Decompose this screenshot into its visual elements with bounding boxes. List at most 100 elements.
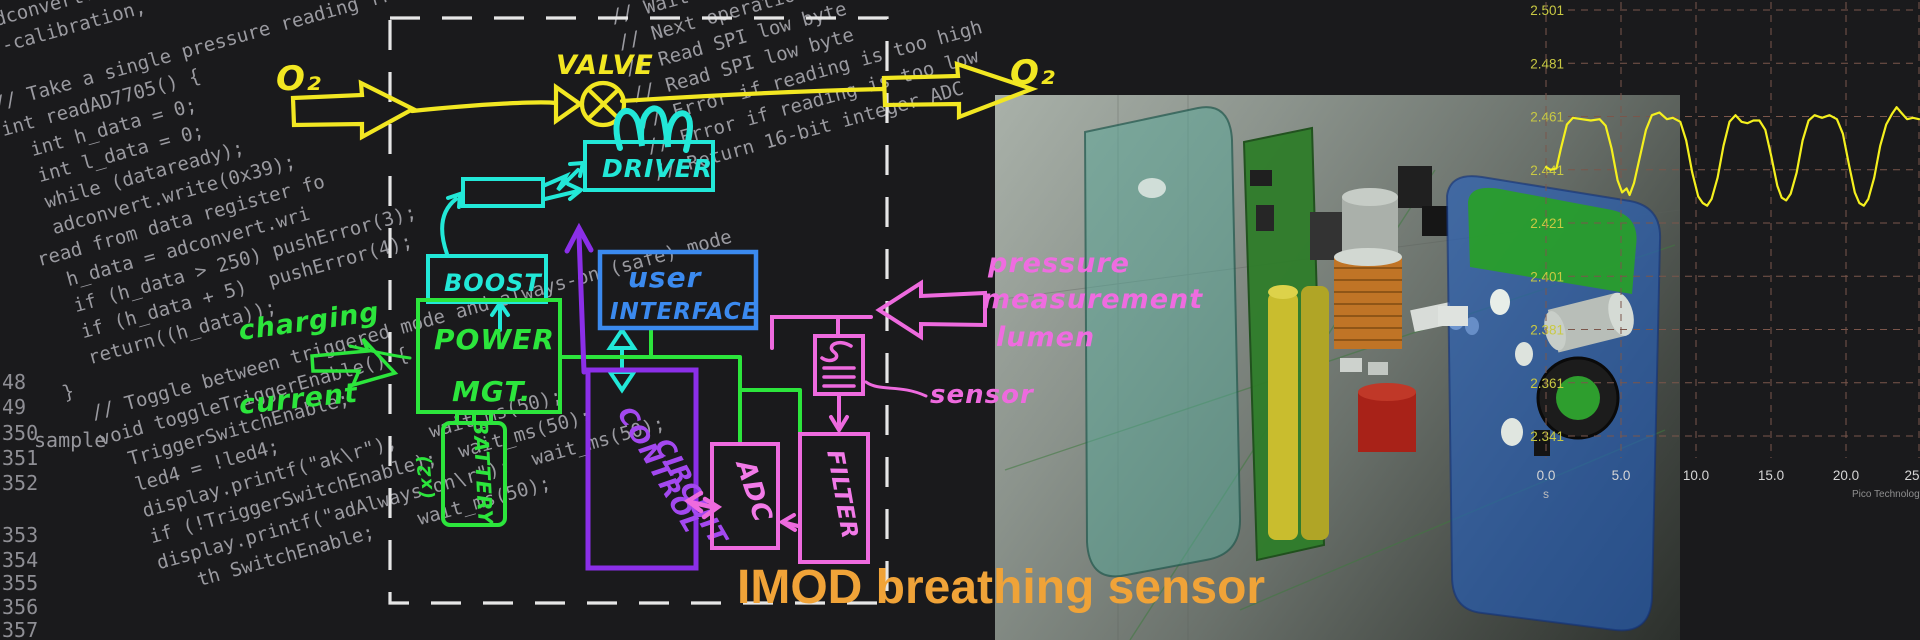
pressure-note-2: measurement xyxy=(982,284,1203,315)
cad-battery-cell xyxy=(1301,286,1329,540)
cad-pcb-chip xyxy=(1256,205,1274,231)
line-number: 351 xyxy=(2,446,39,470)
stray-code-word: sample xyxy=(34,428,107,452)
cad-green-patch xyxy=(1468,187,1637,294)
scope-x-tick: 25 xyxy=(1904,468,1919,483)
control-adc-arrow xyxy=(687,499,719,511)
o2-flow-path xyxy=(290,61,1039,141)
line-number: 354 xyxy=(2,548,39,572)
control-driver-arrow xyxy=(576,232,587,375)
ui-label-1: user xyxy=(628,261,703,294)
o2-outlet-arrow xyxy=(881,61,1039,121)
scope-y-tick: 2.401 xyxy=(1530,269,1564,284)
lumen-tube xyxy=(770,315,873,350)
cad-dark-cylinder xyxy=(1310,212,1344,260)
driver-box xyxy=(583,140,715,192)
power-rail xyxy=(558,328,802,444)
scope-y-tick: 2.481 xyxy=(1530,56,1564,71)
o2-out-label: O₂ xyxy=(1010,53,1056,93)
cad-hole xyxy=(1501,418,1523,446)
scope-x-tick: 20.0 xyxy=(1833,468,1859,483)
scope-x-tick: 10.0 xyxy=(1683,468,1709,483)
line-number: 358 xyxy=(2,638,38,640)
battery-label: BATTERY xyxy=(468,419,498,527)
boost-label: BOOST xyxy=(444,269,542,297)
sensor-callout-squiggle xyxy=(864,380,928,398)
scope-x-tick: 5.0 xyxy=(1612,468,1631,483)
page-title: IMOD breathing sensor xyxy=(737,561,1266,614)
scope-x-unit: s xyxy=(1543,487,1549,501)
driver-label: DRIVER xyxy=(602,154,713,183)
cad-nozzle xyxy=(1544,292,1634,353)
current-label: current xyxy=(237,378,359,421)
battery-note: (x2) xyxy=(413,453,438,499)
line-number: 356 xyxy=(2,595,39,619)
power-group xyxy=(310,298,802,527)
sensor-label: sensor xyxy=(930,380,1035,410)
cad-shapes xyxy=(995,95,1680,640)
line-number: 350 xyxy=(2,421,39,445)
lumen-inlet-arrow xyxy=(875,279,987,341)
power-label-2: MGT. xyxy=(452,375,531,408)
adc-box xyxy=(710,442,780,550)
cad-hole xyxy=(1515,342,1533,366)
scope-y-tick: 2.441 xyxy=(1530,163,1564,178)
scope-y-tick: 2.341 xyxy=(1530,429,1564,444)
line-number: 48 xyxy=(2,370,27,394)
adc-label: ADC xyxy=(729,455,778,527)
cad-pcb-chip xyxy=(1250,170,1272,186)
charging-label: charging xyxy=(237,296,382,346)
valve-circle xyxy=(579,80,627,128)
filter-label: FILTER xyxy=(821,448,862,541)
cad-black-block xyxy=(1398,166,1432,208)
control-group xyxy=(564,222,699,571)
scope-footer: Pico Technology www xyxy=(1852,489,1920,500)
control-circuit-box xyxy=(585,367,699,571)
cad-red-cylinder xyxy=(1358,392,1416,452)
ui-label-2: INTERFACE xyxy=(610,299,758,325)
cad-pump-body xyxy=(1342,197,1398,257)
sensor-group xyxy=(684,279,987,564)
cad-shell-hole xyxy=(1138,178,1166,198)
scope-y-tick: 2.381 xyxy=(1530,323,1564,338)
cad-battery-cell xyxy=(1268,292,1298,540)
cad-pump-top xyxy=(1342,188,1398,206)
cad-hole xyxy=(1490,289,1510,315)
cad-red-cylinder-top xyxy=(1358,383,1416,401)
cad-battery-top xyxy=(1268,285,1298,299)
valve-label: VALVE xyxy=(556,50,654,81)
driver-group xyxy=(426,105,715,394)
filter-box xyxy=(798,432,870,564)
line-number: 352 xyxy=(2,471,39,495)
cad-knob-center xyxy=(1556,376,1600,420)
scope-y-tick: 2.361 xyxy=(1530,376,1564,391)
scope-y-tick: 2.421 xyxy=(1530,216,1564,231)
o2-in-label: O₂ xyxy=(276,59,322,99)
cad-render xyxy=(995,95,1680,640)
cad-coil-cap xyxy=(1334,248,1402,266)
scope-y-tick: 2.461 xyxy=(1530,110,1564,125)
cad-black-block xyxy=(1422,206,1448,236)
o2-inlet-arrow xyxy=(290,79,418,141)
pressure-note-1: pressure xyxy=(987,248,1130,279)
boost-module-box xyxy=(461,177,545,208)
power-label-1: POWER xyxy=(434,323,555,356)
line-number: 353 xyxy=(2,523,39,547)
boost-feedback-arrow xyxy=(440,197,458,256)
valve-triangle xyxy=(553,82,584,126)
line-number: 355 xyxy=(2,571,39,595)
scope-trace xyxy=(1544,106,1920,207)
scope-x-tick: 0.0 xyxy=(1537,468,1556,483)
scope-x-tick: 15.0 xyxy=(1758,468,1784,483)
ui-control-arrow-down xyxy=(606,370,638,394)
solenoid-coil xyxy=(613,105,694,153)
battery-box xyxy=(441,421,507,527)
user-interface-box xyxy=(597,249,759,331)
pressure-note-3: lumen xyxy=(996,322,1095,353)
cad-left-shell xyxy=(1083,106,1242,578)
cad-coil-windings xyxy=(1334,267,1402,341)
dashed-border xyxy=(388,16,889,605)
